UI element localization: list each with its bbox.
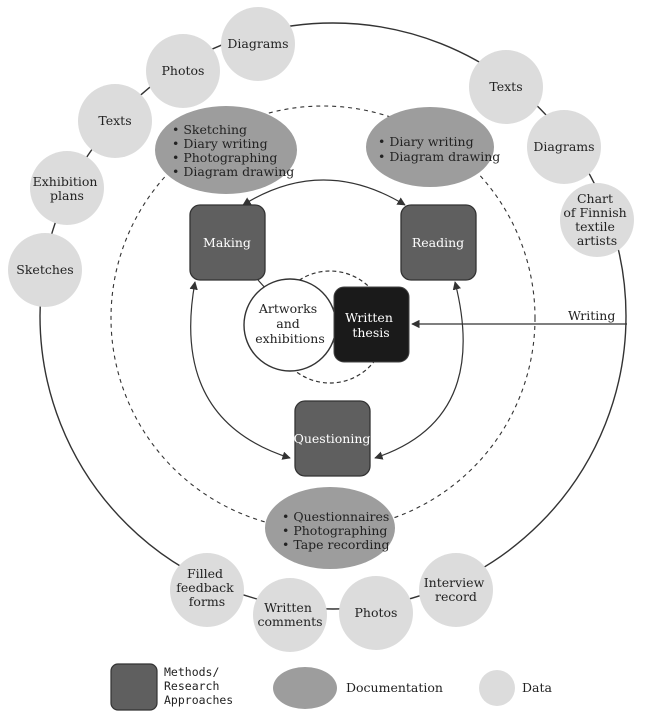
- arrow-making-questioning: [189, 281, 291, 460]
- data-sketches[interactable]: Sketches: [8, 233, 82, 307]
- svg-text:Reading: Reading: [412, 235, 464, 250]
- data-diagrams-right[interactable]: Diagrams: [527, 110, 601, 184]
- legend-data-swatch: [479, 670, 515, 706]
- legend-methods-swatch: [110, 663, 158, 711]
- legend-documentation-label: Documentation: [346, 680, 443, 695]
- svg-text:Written comments: Written comments: [257, 600, 322, 629]
- documentation-ring: [110, 105, 536, 531]
- svg-text:Texts: Texts: [98, 113, 131, 128]
- svg-text:Exhibition plans: Exhibition plans: [33, 174, 102, 203]
- svg-text:Photos: Photos: [162, 63, 205, 78]
- svg-text:Photos: Photos: [355, 605, 398, 620]
- legend: Methods/ Research Approaches Documentati…: [110, 663, 552, 711]
- data-photos-bottom[interactable]: Photos: [339, 576, 413, 650]
- data-filled-feedback-forms[interactable]: Filled feedback forms: [170, 553, 244, 627]
- svg-text:Sketches: Sketches: [16, 262, 73, 277]
- svg-text:Texts: Texts: [489, 79, 522, 94]
- documentation-reading[interactable]: • Diary writing • Diagram drawing: [366, 107, 500, 187]
- data-written-comments[interactable]: Written comments: [253, 578, 327, 652]
- data-chart-finnish-textile-artists[interactable]: Chart of Finnish textile artists: [560, 183, 634, 257]
- data-exhibition-plans[interactable]: Exhibition plans: [30, 151, 104, 225]
- method-questioning[interactable]: Questioning: [294, 400, 371, 477]
- artworks-node[interactable]: Artworks and exhibitions: [243, 278, 337, 372]
- svg-text:Filled feedback fo: Filled feedback forms: [176, 566, 237, 609]
- svg-text:Diagrams: Diagrams: [227, 36, 288, 51]
- documentation-questioning[interactable]: • Questionnaires • Photographing • Tape …: [265, 487, 395, 569]
- method-reading[interactable]: Reading: [400, 204, 477, 281]
- data-texts-right[interactable]: Texts: [469, 50, 543, 124]
- svg-text:Interview record: Interview record: [424, 575, 489, 604]
- svg-text:Making: Making: [203, 235, 251, 250]
- arrow-making-reading: [242, 179, 406, 206]
- svg-text:• Diary writing • Diagra: • Diary writing • Diagram drawing: [378, 134, 500, 164]
- svg-text:• Questionnaires • Photo: • Questionnaires • Photographing • Tape …: [282, 509, 393, 552]
- data-texts-left[interactable]: Texts: [78, 84, 152, 158]
- arrow-reading-questioning: [374, 281, 464, 460]
- data-interview-record[interactable]: Interview record: [419, 553, 493, 627]
- svg-text:Questioning: Questioning: [294, 431, 371, 446]
- data-diagrams-top[interactable]: Diagrams: [221, 7, 295, 81]
- svg-text:Artworks and exhib: Artworks and exhibitions: [255, 301, 325, 346]
- documentation-making[interactable]: • Sketching • Diary writing • Photograph…: [155, 106, 297, 194]
- written-thesis-node[interactable]: Written thesis: [333, 286, 410, 363]
- outer-data-ring: [39, 22, 627, 610]
- svg-text:• Sketching • Diary writ: • Sketching • Diary writing • Photograph…: [172, 122, 294, 179]
- legend-documentation-swatch: [273, 667, 337, 709]
- legend-data-label: Data: [522, 680, 552, 695]
- method-making[interactable]: Making: [189, 204, 266, 281]
- legend-methods-label: Methods/ Research Approaches: [164, 665, 233, 707]
- svg-text:Diagrams: Diagrams: [533, 139, 594, 154]
- svg-text:Chart of Finnish t: Chart of Finnish textile artists: [563, 191, 630, 248]
- data-photos-top[interactable]: Photos: [146, 34, 220, 108]
- svg-text:Written thesis: Written thesis: [345, 310, 397, 340]
- writing-label: Writing: [568, 308, 615, 323]
